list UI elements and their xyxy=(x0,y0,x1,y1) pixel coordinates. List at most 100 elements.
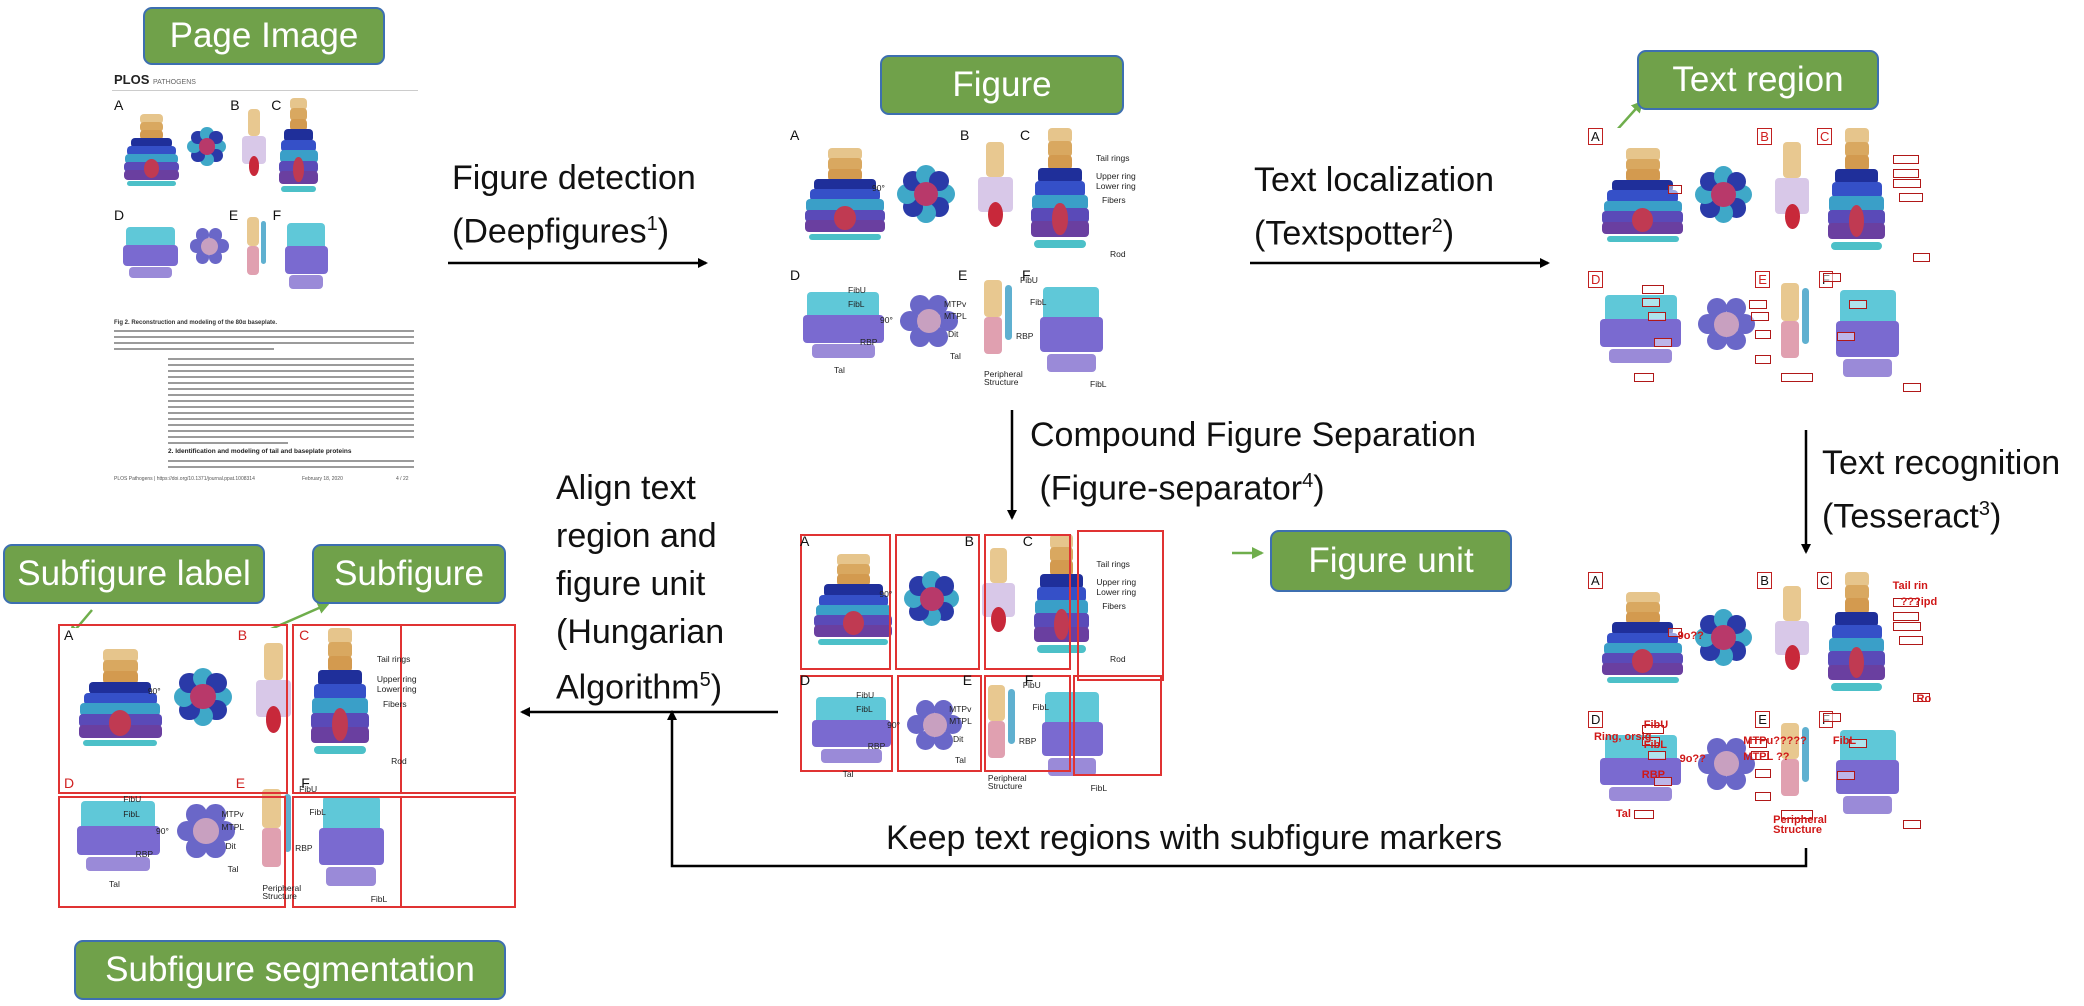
text-region-box xyxy=(1633,810,1654,820)
illustration-shape xyxy=(1603,200,1682,214)
panel-label-c: C xyxy=(1020,127,1031,143)
subfigure-label-box: Subfigure label xyxy=(3,544,265,604)
panel-label-c: C xyxy=(299,627,310,643)
text-region-box xyxy=(1755,354,1772,364)
illustration-shape xyxy=(1829,638,1885,654)
panel-label-d: D xyxy=(114,206,125,223)
illustration-shape xyxy=(1831,682,1883,691)
illustration-shape xyxy=(262,827,281,867)
illustration-shape xyxy=(126,181,177,186)
illustration-shape xyxy=(89,681,152,695)
illustration-shape xyxy=(1844,128,1869,144)
panel-label-a: A xyxy=(1588,572,1603,589)
baseplate-side-view xyxy=(1825,572,1889,701)
figure-unit-label: Figure unit xyxy=(1308,541,1474,580)
illustration-shape xyxy=(80,703,161,717)
illustration-shape xyxy=(1045,691,1100,727)
illustration-shape xyxy=(139,121,164,132)
illustration-shape xyxy=(913,181,939,207)
body-line xyxy=(168,424,414,426)
step-figure-detection: Figure detection (Deepfigures1) xyxy=(452,155,696,254)
text-region-box xyxy=(1641,285,1664,295)
ocr-text-rbp: RBP xyxy=(1641,768,1665,781)
text-region-box xyxy=(1892,597,1919,607)
text-region-box xyxy=(1653,776,1672,786)
annotation-lower-ring: Lower ring xyxy=(376,684,417,695)
illustration-shape xyxy=(1844,585,1869,601)
baseplate-top-view xyxy=(171,665,234,728)
illustration-shape xyxy=(1032,194,1088,210)
illustration-shape xyxy=(262,788,281,828)
step-align-line3: figure unit xyxy=(556,565,706,603)
text-region-box: Text region xyxy=(1637,50,1879,110)
illustration-shape xyxy=(85,856,151,872)
illustration-shape xyxy=(1835,611,1879,627)
annotation-fibl: FibL xyxy=(848,299,865,309)
peripheral-view xyxy=(244,788,305,886)
baseplate-top-view xyxy=(188,225,230,267)
baseplate-side-view xyxy=(800,148,890,248)
illustration-shape xyxy=(1607,632,1679,645)
illustration-shape xyxy=(200,237,218,255)
illustration-shape xyxy=(1625,612,1660,625)
fiber-view xyxy=(316,791,388,897)
illustration-shape xyxy=(102,649,138,662)
annotation-rot: 90° xyxy=(872,183,885,193)
illustration-shape xyxy=(1849,646,1865,678)
illustration-shape xyxy=(1054,608,1069,640)
illustration-shape xyxy=(1046,354,1096,372)
illustration-shape xyxy=(987,721,1006,758)
annotation-upper-ring: Upper ring xyxy=(376,673,417,684)
illustration-shape xyxy=(189,239,204,253)
annotation-structure: Structure xyxy=(262,891,297,902)
annotation-tal: Tal xyxy=(842,769,854,780)
text-region-box xyxy=(1667,627,1682,637)
illustration-shape xyxy=(836,564,870,577)
illustration-shape xyxy=(332,707,348,741)
illustration-shape xyxy=(102,670,138,684)
figure-unit-frame xyxy=(896,674,983,773)
page-footer-left: PLOS Pathogens | https://doi.org/10.1371… xyxy=(114,476,255,482)
annotation-fibu: FibU xyxy=(1020,275,1038,285)
fiber-view xyxy=(72,797,164,879)
ocr-text-mtp: MTPu????? xyxy=(1743,734,1807,747)
panel-label-a: A xyxy=(800,533,810,549)
illustration-shape xyxy=(1735,753,1755,774)
illustration-shape xyxy=(249,156,260,176)
annotation-mtpv: MTPv xyxy=(944,299,967,309)
panel-label-e: E xyxy=(228,206,239,223)
panel-label-a: A xyxy=(790,127,800,143)
subfigure-frame xyxy=(292,624,402,794)
text-region-box xyxy=(1755,330,1772,340)
text-region-box xyxy=(1898,193,1923,203)
text-region-box xyxy=(1781,373,1813,383)
panel-label-f: F xyxy=(272,206,282,223)
illustration-shape xyxy=(1735,314,1755,335)
illustration-shape xyxy=(1844,598,1869,614)
page-footer-date: February 18, 2020 xyxy=(302,476,343,482)
illustration-shape xyxy=(820,748,882,763)
illustration-shape xyxy=(327,656,353,673)
illustration-shape xyxy=(836,574,870,587)
illustration-shape xyxy=(984,316,1002,354)
baseplate-side-view xyxy=(277,98,321,200)
panel-label-d: D xyxy=(64,775,75,792)
page-section-heading: 2. Identification and modeling of tail a… xyxy=(168,448,352,455)
illustration-shape xyxy=(919,586,944,611)
text-region-box xyxy=(1822,712,1841,722)
step-align-line5: Algorithm5) xyxy=(556,668,723,707)
annotation-dit: Dit xyxy=(948,329,959,339)
baseplate-side-view xyxy=(1028,128,1092,258)
illustration-shape xyxy=(1625,148,1660,161)
illustration-shape xyxy=(987,202,1003,227)
baseplate-top-view xyxy=(174,799,237,862)
baseplate-top-view xyxy=(902,569,962,629)
illustration-shape xyxy=(1606,677,1679,684)
annotation-rbp: RBP xyxy=(295,842,313,853)
illustration-shape xyxy=(907,715,927,735)
illustration-shape xyxy=(198,138,216,156)
annotation-fibu: FibU xyxy=(856,689,875,700)
baseplate-top-view xyxy=(905,695,965,755)
